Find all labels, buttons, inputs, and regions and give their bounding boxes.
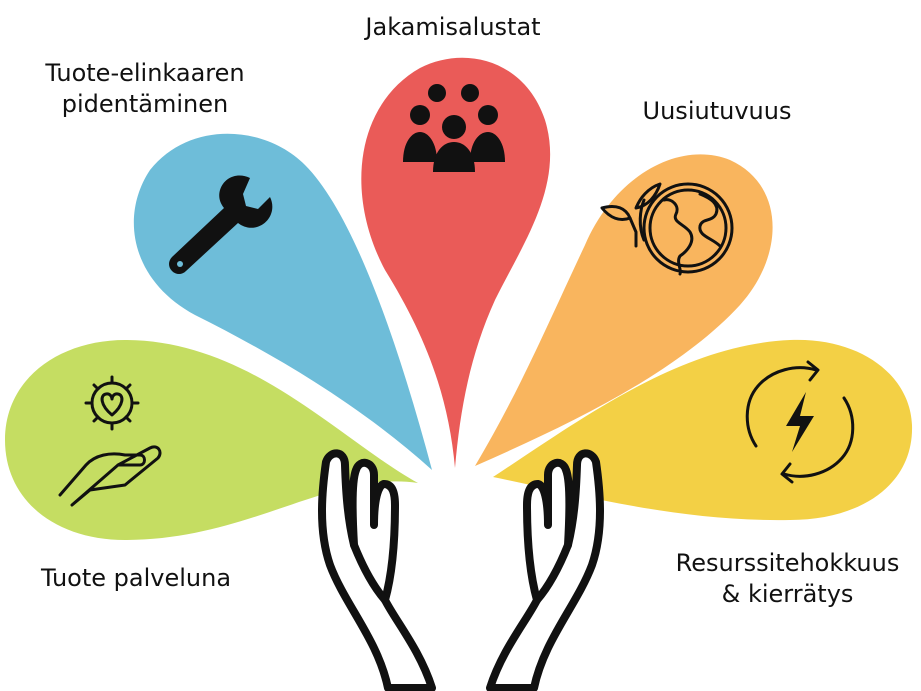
label-jakamisalustat: Jakamisalustat [365,13,541,41]
open-hands-icon [318,449,604,691]
energy-cycle-icon [745,360,855,484]
label-resurssitehokkuus: Resurssitehokkuus & kierrätys [675,549,900,608]
label-tuote-palveluna: Tuote palveluna [40,564,232,592]
people-group-icon [403,84,505,172]
label-uusiutuvuus: Uusiutuvuus [642,97,792,125]
petal-tuote-elinkaari [133,133,432,470]
label-tuote-elinkaari: Tuote-elinkaaren pidentäminen [45,59,245,118]
hand-heart-gear-icon [58,375,162,507]
globe-sprout-icon [600,182,734,276]
wrench-icon [169,175,273,274]
petal-uusiutuvuus [475,154,773,466]
petal-tuote-palveluna [5,340,418,540]
